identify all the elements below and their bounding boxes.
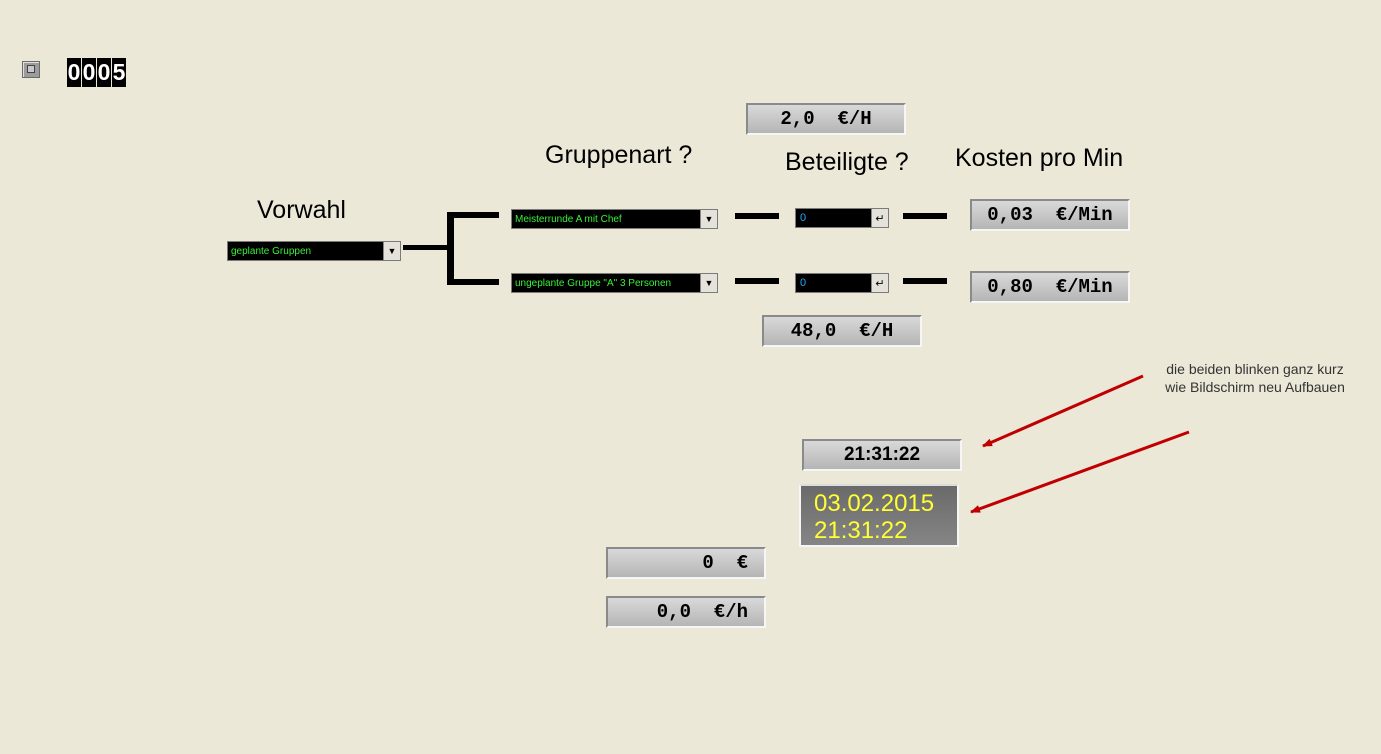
- counter-digit: 5: [112, 58, 126, 87]
- group-select-value: ungeplante Gruppe "A" 3 Personen: [515, 277, 672, 289]
- connector-line: [735, 213, 779, 219]
- group-select-2[interactable]: ungeplante Gruppe "A" 3 Personen ▼: [511, 273, 718, 293]
- enter-icon[interactable]: ↵: [871, 209, 888, 227]
- counter-digit: 0: [67, 58, 81, 87]
- date-time-display: 03.02.2015 21:31:22: [799, 484, 959, 547]
- chevron-down-icon[interactable]: ▼: [700, 274, 717, 292]
- arrow-to-clock: [982, 374, 1144, 448]
- counter-digit: 0: [97, 58, 111, 87]
- rate-top-box: 2,0 €/H: [746, 103, 906, 135]
- arrow-to-date: [970, 430, 1190, 514]
- participants-value: 0: [800, 212, 807, 224]
- date-text: 03.02.2015: [814, 490, 935, 517]
- connector-line: [447, 279, 499, 285]
- vorwahl-select-value: geplante Gruppen: [231, 245, 312, 257]
- bracket-line: [447, 212, 454, 285]
- toggle-icon: [27, 65, 35, 73]
- chevron-down-icon[interactable]: ▼: [383, 242, 400, 260]
- connector-line: [447, 212, 499, 218]
- group-select-value: Meisterrunde A mit Chef: [515, 213, 622, 225]
- connector-line: [903, 213, 947, 219]
- annotation-note: die beiden blinken ganz kurz wie Bildsch…: [1165, 361, 1345, 395]
- counter-digit: 0: [82, 58, 96, 87]
- toggle-button[interactable]: [22, 61, 40, 78]
- heading-beteiligte: Beteiligte ?: [785, 148, 909, 176]
- clock-display: 21:31:22: [802, 439, 962, 471]
- heading-vorwahl: Vorwahl: [257, 196, 346, 224]
- participants-value: 0: [800, 277, 807, 289]
- connector-line: [403, 245, 450, 250]
- group-select-1[interactable]: Meisterrunde A mit Chef ▼: [511, 209, 718, 229]
- chevron-down-icon[interactable]: ▼: [700, 210, 717, 228]
- connector-line: [903, 278, 947, 284]
- rate-bottom-box: 48,0 €/H: [762, 315, 922, 347]
- record-counter: 0 0 0 5: [67, 58, 126, 87]
- vorwahl-select[interactable]: geplante Gruppen ▼: [227, 241, 401, 261]
- participants-input-1[interactable]: 0 ↵: [795, 208, 889, 228]
- connector-line: [735, 278, 779, 284]
- participants-input-2[interactable]: 0 ↵: [795, 273, 889, 293]
- total-per-hour: 0,0 €/h: [606, 596, 766, 628]
- heading-gruppenart: Gruppenart ?: [545, 141, 693, 169]
- enter-icon[interactable]: ↵: [871, 274, 888, 292]
- heading-kosten: Kosten pro Min: [955, 144, 1124, 172]
- cost-per-min-1: 0,03 €/Min: [970, 199, 1130, 231]
- cost-per-min-2: 0,80 €/Min: [970, 271, 1130, 303]
- total-euro: 0 €: [606, 547, 766, 579]
- date-time-text: 21:31:22: [814, 517, 908, 544]
